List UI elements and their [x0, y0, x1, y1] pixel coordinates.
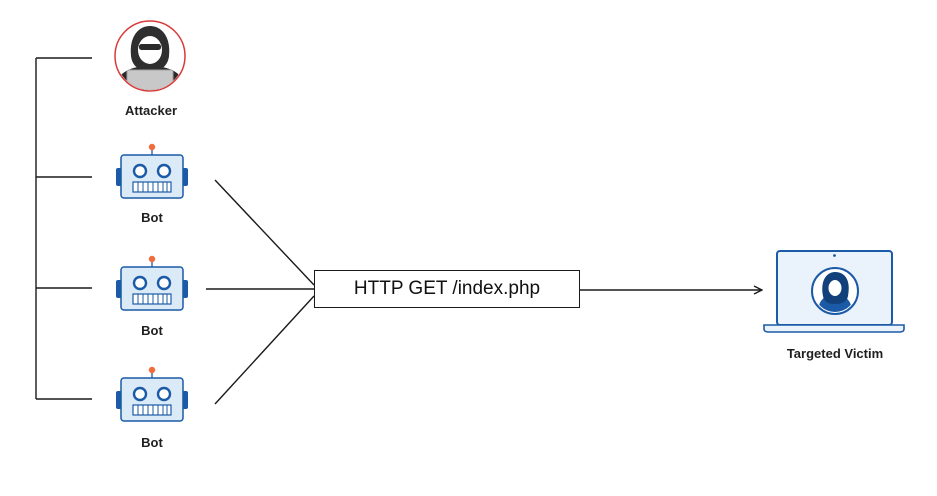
robot-head-icon: [116, 366, 188, 422]
bot-label-1: Bot: [141, 210, 163, 225]
http-request-text: HTTP GET /index.php: [353, 278, 541, 299]
robot-head-icon: [116, 255, 188, 311]
request-line-bot-3: [214, 295, 315, 405]
victim-label: Targeted Victim: [786, 346, 884, 361]
request-line-bot-1: [214, 179, 315, 286]
command-bracket: [35, 57, 92, 400]
bot-label-3: Bot: [141, 435, 163, 450]
hooded-hacker-laptop-icon: [114, 20, 186, 92]
laptop-user-icon: [763, 250, 905, 333]
http-request-box: HTTP GET /index.php: [314, 270, 580, 308]
attacker-label: Attacker: [124, 103, 178, 118]
robot-head-icon: [116, 143, 188, 199]
bot-request-lines: [206, 179, 315, 405]
bot-label-2: Bot: [141, 323, 163, 338]
